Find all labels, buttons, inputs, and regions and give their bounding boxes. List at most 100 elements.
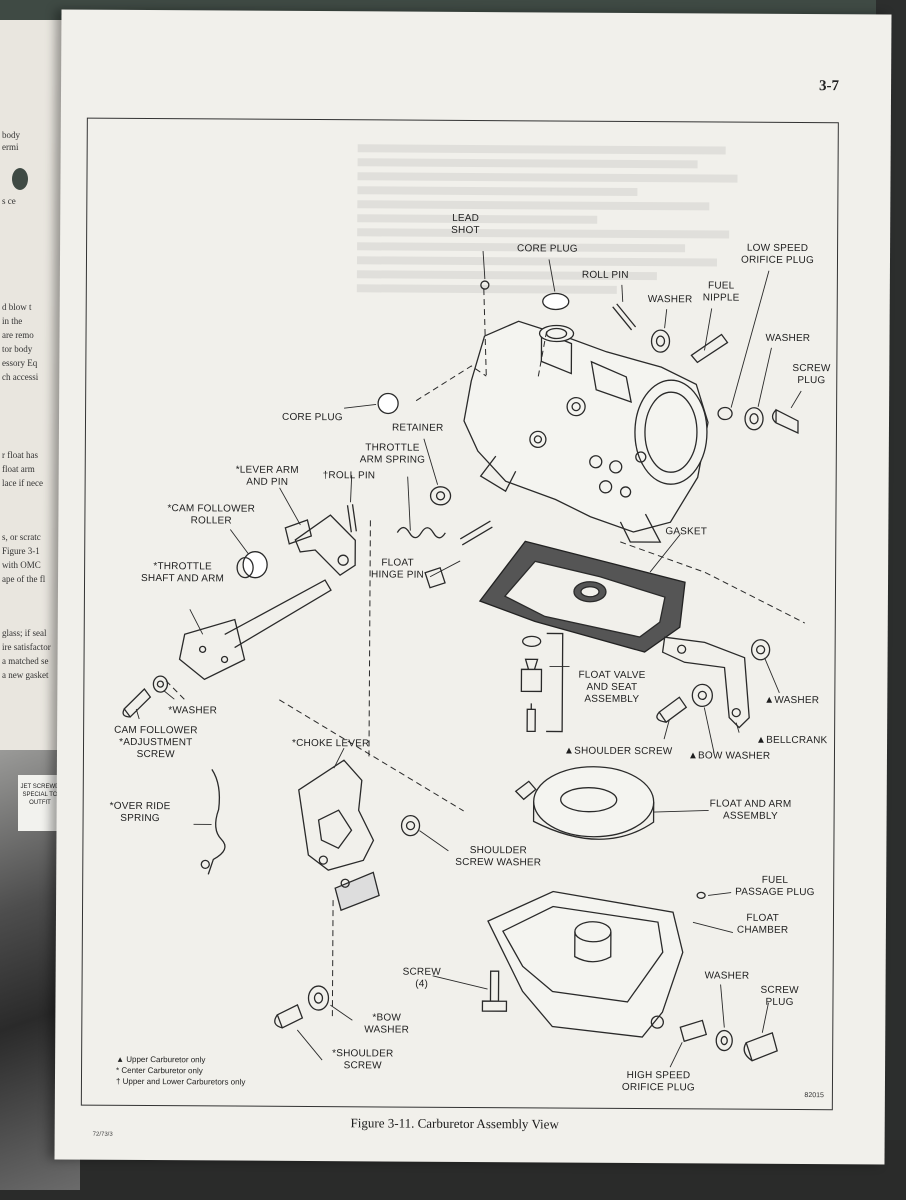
- washer-right-drawing: [744, 407, 764, 431]
- left-page-text: in the: [2, 316, 23, 326]
- lever-arm-drawing: [294, 514, 356, 577]
- throttle-arm-spring-drawing: [396, 526, 446, 539]
- screw-plug-bottom-drawing: [743, 1031, 778, 1062]
- binder-hole: [12, 168, 28, 190]
- left-page-text: s, or scratc: [2, 532, 41, 542]
- label-fuel-nipple: FUEL NIPPLE: [702, 280, 740, 304]
- over-ride-spring-drawing: [207, 769, 226, 875]
- roll-pin-drawing: [612, 303, 637, 331]
- label-shoulder-screw-tri: ▲SHOULDER SCREW: [563, 745, 673, 758]
- shoulder-screw-washer-drawing: [400, 814, 421, 837]
- label-roll-pin: ROLL PIN: [581, 269, 629, 281]
- left-page-text: a matched se: [2, 656, 49, 666]
- left-page-text: ch accessi: [2, 372, 39, 382]
- left-page-text: body: [2, 130, 20, 140]
- label-float-and-arm: FLOAT AND ARM ASSEMBLY: [709, 798, 792, 822]
- label-core-plug-top: CORE PLUG: [517, 243, 578, 255]
- label-screw-plug-bottom: SCREW PLUG: [760, 984, 799, 1008]
- choke-lever-drawing: [298, 759, 375, 871]
- washer-star-drawing: [152, 675, 169, 693]
- float-valve-needle-drawing: [526, 703, 536, 733]
- core-plug-left-drawing: [377, 392, 399, 415]
- left-page-text: r float has: [2, 450, 38, 460]
- carburetor-body-drawing: [463, 320, 709, 543]
- left-page-text: ermi: [2, 142, 19, 152]
- left-page-text: tor body: [2, 344, 33, 354]
- left-page-text: d blow t: [2, 302, 32, 312]
- float-hinge-pin-drawing: [459, 520, 493, 546]
- left-page-text: with OMC: [2, 560, 41, 570]
- bow-washer-star-drawing: [307, 985, 330, 1011]
- legend: ▲ Upper Carburetor only * Center Carbure…: [116, 1054, 246, 1088]
- label-over-ride-spring: *OVER RIDE SPRING: [109, 800, 171, 825]
- label-shoulder-screw-star: *SHOULDER SCREW: [332, 1048, 394, 1072]
- lead-shot-drawing: [480, 280, 490, 290]
- label-retainer: RETAINER: [391, 422, 444, 434]
- label-throttle-shaft-and-arm: *THROTTLE SHAFT AND ARM: [141, 561, 225, 585]
- figure-caption: Figure 3-11. Carburetor Assembly View: [350, 1115, 559, 1132]
- label-cam-follower-roller: *CAM FOLLOWER ROLLER: [167, 503, 256, 527]
- label-screw-4: SCREW (4): [402, 966, 441, 990]
- label-washer-star: *WASHER: [168, 705, 218, 717]
- cam-follower-roller-drawing: [242, 551, 268, 579]
- roll-pin-dagger-drawing: [346, 504, 357, 533]
- bow-washer-tri-drawing: [691, 683, 713, 708]
- low-speed-orifice-plug-drawing: [717, 406, 733, 421]
- label-core-plug-left: CORE PLUG: [281, 411, 343, 424]
- label-throttle-arm-spring: THROTTLE ARM SPRING: [359, 442, 426, 466]
- label-washer-tri: ▲WASHER: [764, 694, 820, 707]
- left-page-text: are remo: [2, 330, 34, 340]
- left-page-text: glass; if seal: [2, 628, 47, 638]
- figure-frame: LEAD SHOT CORE PLUG ROLL PIN WASHER FUEL…: [80, 117, 839, 1111]
- float-valve-washer-drawing: [522, 635, 542, 648]
- left-page-text: ire satisfactor: [2, 642, 51, 652]
- shoulder-screw-tri-drawing: [656, 696, 688, 724]
- high-speed-orifice-plug-drawing: [679, 1019, 708, 1043]
- washer-top-drawing: [650, 329, 671, 353]
- throttle-shaft-arm-drawing: [178, 618, 246, 681]
- page-number: 3-7: [819, 78, 840, 95]
- label-screw-plug-top: SCREW PLUG: [792, 362, 831, 387]
- bellcrank-drawing: [661, 636, 750, 729]
- left-page-text: lace if nece: [2, 478, 43, 488]
- shoulder-screw-star-drawing: [274, 1004, 304, 1029]
- photo-tag: JET SCREWD SPECIAL TO OUTFIT: [18, 775, 62, 831]
- label-lead-shot: LEAD SHOT: [451, 212, 480, 237]
- fuel-nipple-drawing: [690, 333, 729, 364]
- label-bow-washer-tri: ▲BOW WASHER: [687, 750, 771, 762]
- label-roll-pin-dagger: †ROLL PIN: [322, 470, 376, 482]
- hinge-cap-drawing: [424, 566, 446, 589]
- washer-tri-drawing: [750, 639, 771, 661]
- label-low-speed-orifice-plug: LOW SPEED ORIFICE PLUG: [740, 242, 815, 267]
- label-fuel-passage-plug: FUEL PASSAGE PLUG: [735, 874, 815, 899]
- float-drawing: [532, 801, 655, 840]
- label-bellcrank: ▲BELLCRANK: [756, 734, 828, 747]
- fuel-passage-plug-drawing: [696, 891, 706, 900]
- label-high-speed-orifice-plug: HIGH SPEED ORIFICE PLUG: [621, 1069, 695, 1094]
- label-gasket: GASKET: [665, 526, 708, 538]
- screw-4-drawing: [481, 970, 508, 1012]
- label-lever-arm-and-pin: *LEVER ARM AND PIN: [235, 464, 299, 488]
- label-washer-bottom: WASHER: [704, 970, 750, 982]
- drawing-number: 82015: [804, 1092, 824, 1100]
- label-float-chamber: FLOAT CHAMBER: [736, 912, 789, 936]
- float-valve-seat-drawing: [520, 658, 543, 693]
- retainer-drawing: [429, 486, 452, 506]
- cam-follower-screw-drawing: [122, 688, 152, 718]
- label-bow-washer-star: *BOW WASHER: [364, 1012, 410, 1036]
- left-page-text: a new gasket: [2, 670, 49, 680]
- label-choke-lever: *CHOKE LEVER: [292, 737, 370, 750]
- label-shoulder-screw-washer: SHOULDER SCREW WASHER: [455, 844, 542, 869]
- label-float-hinge-pin: FLOAT HINGE PIN: [371, 557, 425, 581]
- screw-plug-top-drawing: [771, 408, 799, 434]
- left-page-text: essory Eq: [2, 358, 38, 368]
- legend-item: † Upper and Lower Carburetors only: [115, 1076, 246, 1087]
- left-page-text: s ce: [2, 196, 16, 206]
- footer-code: 72/73/3: [92, 1131, 113, 1138]
- label-washer-top: WASHER: [647, 294, 693, 306]
- exploded-view-drawing: [122, 251, 806, 1068]
- left-page-text: Figure 3-1: [2, 546, 40, 556]
- washer-bottom-drawing: [715, 1029, 733, 1052]
- legend-item: ▲ Upper Carburetor only: [116, 1054, 206, 1065]
- label-float-valve-and-seat: FLOAT VALVE AND SEAT ASSEMBLY: [578, 669, 646, 706]
